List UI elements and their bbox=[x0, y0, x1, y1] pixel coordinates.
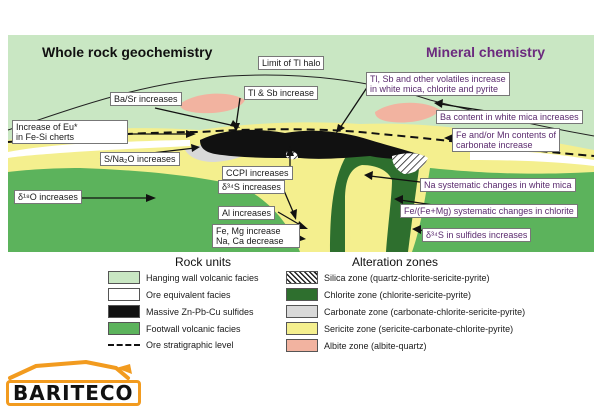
arrowhead-tl-sb bbox=[232, 123, 240, 132]
legend-albite-zone: Albite zone (albite-quartz) bbox=[286, 339, 427, 352]
legend-hanging-wall-label: Hanging wall volcanic facies bbox=[146, 272, 259, 283]
arrowhead-fe-femg bbox=[394, 195, 403, 204]
arrowhead-d34s-sulfides bbox=[412, 225, 421, 234]
arrowhead-d18o bbox=[146, 194, 156, 202]
arrow-na-mica bbox=[369, 175, 421, 183]
label-limit-tl-halo: Limit of Tl halo bbox=[258, 56, 325, 70]
label-ba-sr: Ba/Sr increases bbox=[110, 92, 182, 106]
legend-carbonate-zone-label: Carbonate zone (carbonate-chlorite-seric… bbox=[324, 306, 526, 317]
label-fe-mg: Fe, Mg increase bbox=[216, 226, 281, 236]
sericite-core bbox=[350, 170, 388, 252]
label-na-mica: Na systematic changes in white mica bbox=[420, 178, 576, 192]
label-volatiles: Tl, Sb and other volatiles increase in w… bbox=[366, 72, 510, 96]
arrow-volatiles bbox=[339, 85, 369, 129]
swatch-albite-zone bbox=[286, 339, 318, 352]
label-fe-mg-na-ca: Fe, Mg increase Na, Ca decrease bbox=[212, 224, 300, 248]
label-al: Al increases bbox=[218, 206, 276, 220]
legend-alteration-title: Alteration zones bbox=[352, 255, 439, 269]
arrowhead-na-mica bbox=[364, 171, 373, 180]
arrow-tl-sb bbox=[235, 97, 241, 127]
excavator-icon bbox=[8, 360, 132, 380]
legend-silica-zone-label: Silica zone (quartz-chlorite-sericite-py… bbox=[324, 272, 490, 283]
swatch-footwall bbox=[108, 322, 140, 335]
legend-rock-units-title: Rock units bbox=[175, 255, 232, 269]
heading-whole-rock: Whole rock geochemistry bbox=[42, 44, 213, 60]
arrowhead-s-na2o bbox=[191, 144, 200, 152]
legend-massive-sulfides-label: Massive Zn-Pb-Cu sulfides bbox=[146, 306, 254, 317]
label-eu-increase: Increase of Eu* in Fe-Si cherts bbox=[12, 120, 128, 144]
label-eu-line1: Increase of Eu* bbox=[16, 122, 78, 132]
label-fe-femg: Fe/(Fe+Mg) systematic changes in chlorit… bbox=[400, 204, 578, 218]
legend-ore-level: Ore stratigraphic level bbox=[108, 339, 234, 350]
arrowhead-volatiles bbox=[336, 124, 345, 133]
legend-carbonate-zone: Carbonate zone (carbonate-chlorite-seric… bbox=[286, 305, 525, 318]
label-ccpi: CCPI increases bbox=[222, 166, 293, 180]
legend-footwall-label: Footwall volcanic facies bbox=[146, 323, 241, 334]
label-volatiles-line1: Tl, Sb and other volatiles increase bbox=[370, 74, 506, 84]
arrow-heads bbox=[146, 99, 453, 242]
label-s-na2o: S/Na₂O increases bbox=[100, 152, 180, 166]
heading-mineral-chemistry: Mineral chemistry bbox=[426, 44, 546, 60]
legend-sericite-zone-label: Sericite zone (sericite-carbonate-chlori… bbox=[324, 323, 514, 334]
label-d34s: δ³⁴S increases bbox=[218, 180, 285, 194]
label-volatiles-line2: in white mica, chlorite and pyrite bbox=[370, 84, 499, 94]
swatch-sericite-zone bbox=[286, 322, 318, 335]
arrowhead-ccpi bbox=[286, 146, 294, 156]
ore-equivalent-right bbox=[470, 150, 594, 166]
legend-sericite-zone: Sericite zone (sericite-carbonate-chlori… bbox=[286, 322, 513, 335]
swatch-ore-level bbox=[108, 339, 140, 350]
label-eu-line2: in Fe-Si cherts bbox=[16, 132, 75, 142]
chlorite-zone bbox=[330, 148, 420, 252]
legend-footwall: Footwall volcanic facies bbox=[108, 322, 241, 335]
legend-ore-level-label: Ore stratigraphic level bbox=[146, 339, 234, 350]
arrowhead-fe-mn bbox=[444, 134, 453, 142]
label-ba-mica: Ba content in white mica increases bbox=[436, 110, 583, 124]
massive-sulfides bbox=[200, 129, 425, 159]
legend-chlorite-zone: Chlorite zone (chlorite-sericite-pyrite) bbox=[286, 288, 471, 301]
legend-massive-sulfides: Massive Zn-Pb-Cu sulfides bbox=[108, 305, 254, 318]
ore-equivalent-left bbox=[8, 140, 190, 158]
arrowhead-eu bbox=[186, 130, 196, 138]
label-fe-mn-line1: Fe and/or Mn contents of bbox=[456, 130, 557, 140]
label-fe-mn: Fe and/or Mn contents of carbonate incre… bbox=[452, 128, 561, 152]
legend-ore-equivalent-label: Ore equivalent facies bbox=[146, 289, 231, 300]
arrowhead-ba-mica bbox=[434, 99, 443, 108]
swatch-carbonate-zone bbox=[286, 305, 318, 318]
swatch-hanging-wall bbox=[108, 271, 140, 284]
silica-zone bbox=[392, 153, 428, 174]
label-d34s-sulfides: δ³⁴S in sulfides increases bbox=[422, 228, 532, 242]
swatch-ore-equivalent bbox=[108, 288, 140, 301]
legend-albite-zone-label: Albite zone (albite-quartz) bbox=[324, 340, 427, 351]
legend-chlorite-zone-label: Chlorite zone (chlorite-sericite-pyrite) bbox=[324, 289, 472, 300]
label-na-ca: Na, Ca decrease bbox=[216, 236, 284, 246]
arrow-ba-sr bbox=[154, 107, 236, 127]
swatch-silica-zone bbox=[286, 271, 318, 284]
swatch-chlorite-zone bbox=[286, 288, 318, 301]
legend-ore-equivalent: Ore equivalent facies bbox=[108, 288, 231, 301]
label-tl-sb: Tl & Sb increase bbox=[244, 86, 319, 100]
arrow-al bbox=[277, 211, 303, 227]
bariteco-logo: BARITECO bbox=[6, 360, 141, 406]
arrowhead-d34s bbox=[290, 209, 297, 220]
albite-zone-left bbox=[180, 93, 245, 114]
label-fe-mn-line2: carbonate increase bbox=[456, 140, 533, 150]
swatch-massive-sulfides bbox=[108, 305, 140, 318]
legend-hanging-wall: Hanging wall volcanic facies bbox=[108, 271, 259, 284]
bariteco-logo-text: BARITECO bbox=[6, 380, 141, 406]
label-d18o: δ¹⁸O increases bbox=[14, 190, 82, 204]
albite-zone-right bbox=[375, 102, 440, 123]
legend-silica-zone: Silica zone (quartz-chlorite-sericite-py… bbox=[286, 271, 490, 284]
